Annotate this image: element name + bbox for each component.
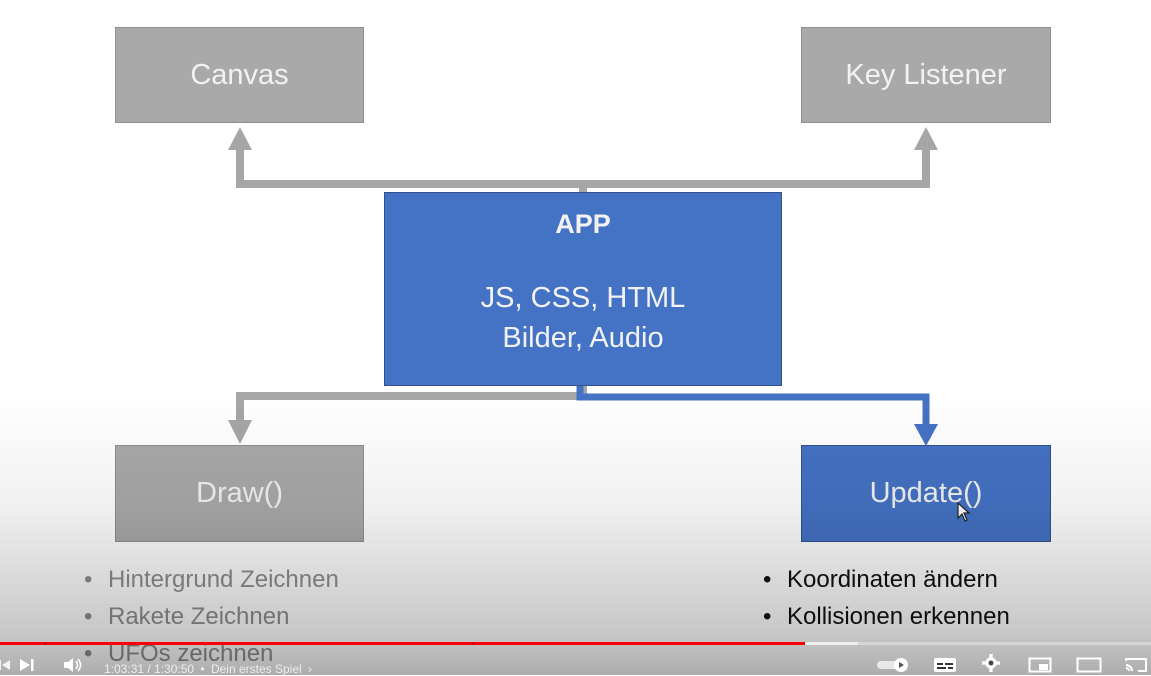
connector-app-to-draw — [236, 386, 587, 420]
theater-icon[interactable] — [1076, 657, 1102, 673]
volume-icon[interactable] — [63, 657, 83, 673]
autoplay-toggle-icon[interactable] — [876, 657, 912, 673]
draw-label: Draw() — [196, 477, 283, 509]
chapter-marker — [472, 642, 474, 645]
arrowhead-canvas — [228, 127, 252, 150]
list-item: Hintergrund Zeichnen — [80, 561, 339, 598]
key-listener-box: Key Listener — [801, 27, 1051, 123]
app-box: APP JS, CSS, HTML Bilder, Audio — [384, 192, 782, 386]
time-display: 1:03:31 / 1:30:50 — [104, 662, 195, 676]
list-item: Rakete Zeichnen — [80, 598, 339, 635]
miniplayer-icon[interactable] — [1028, 657, 1052, 673]
update-bullet-list: Koordinaten ändern Kollisionen erkennen — [759, 561, 1010, 635]
arrowhead-draw — [228, 420, 252, 444]
canvas-box: Canvas — [115, 27, 364, 123]
previous-icon[interactable] — [0, 657, 12, 673]
app-media-line: Bilder, Audio — [502, 322, 664, 354]
separator-dot: • — [200, 662, 205, 676]
update-label: Update() — [869, 477, 983, 509]
update-box: Update() — [801, 445, 1051, 542]
app-tech-line: JS, CSS, HTML — [480, 282, 686, 314]
canvas-label: Canvas — [190, 58, 289, 91]
subtitles-icon[interactable] — [933, 657, 957, 673]
chapter-marker — [44, 642, 46, 645]
time-and-chapter: 1:03:31 / 1:30:50 • Dein erstes Spiel › — [104, 662, 312, 676]
settings-icon[interactable] — [980, 654, 1002, 672]
video-progress-bar[interactable] — [0, 642, 1151, 645]
cast-icon[interactable] — [1124, 657, 1148, 673]
player-controls: 1:03:31 / 1:30:50 • Dein erstes Spiel › — [0, 651, 1151, 676]
list-item: Koordinaten ändern — [759, 561, 1010, 598]
chapter-chevron-icon[interactable]: › — [308, 662, 313, 676]
progress-played — [0, 642, 805, 645]
draw-box: Draw() — [115, 445, 364, 542]
arrowhead-keylistener — [914, 127, 938, 150]
list-item: Kollisionen erkennen — [759, 598, 1010, 635]
next-icon[interactable] — [18, 657, 36, 673]
key-listener-label: Key Listener — [845, 58, 1007, 91]
connector-app-to-update — [576, 386, 930, 424]
chapter-title[interactable]: Dein erstes Spiel — [210, 662, 302, 676]
mouse-cursor-icon — [957, 502, 971, 522]
connector-app-to-keylistener — [583, 150, 930, 188]
app-title: APP — [555, 209, 611, 239]
arrowhead-update — [914, 424, 938, 446]
connector-app-to-canvas — [236, 150, 587, 193]
